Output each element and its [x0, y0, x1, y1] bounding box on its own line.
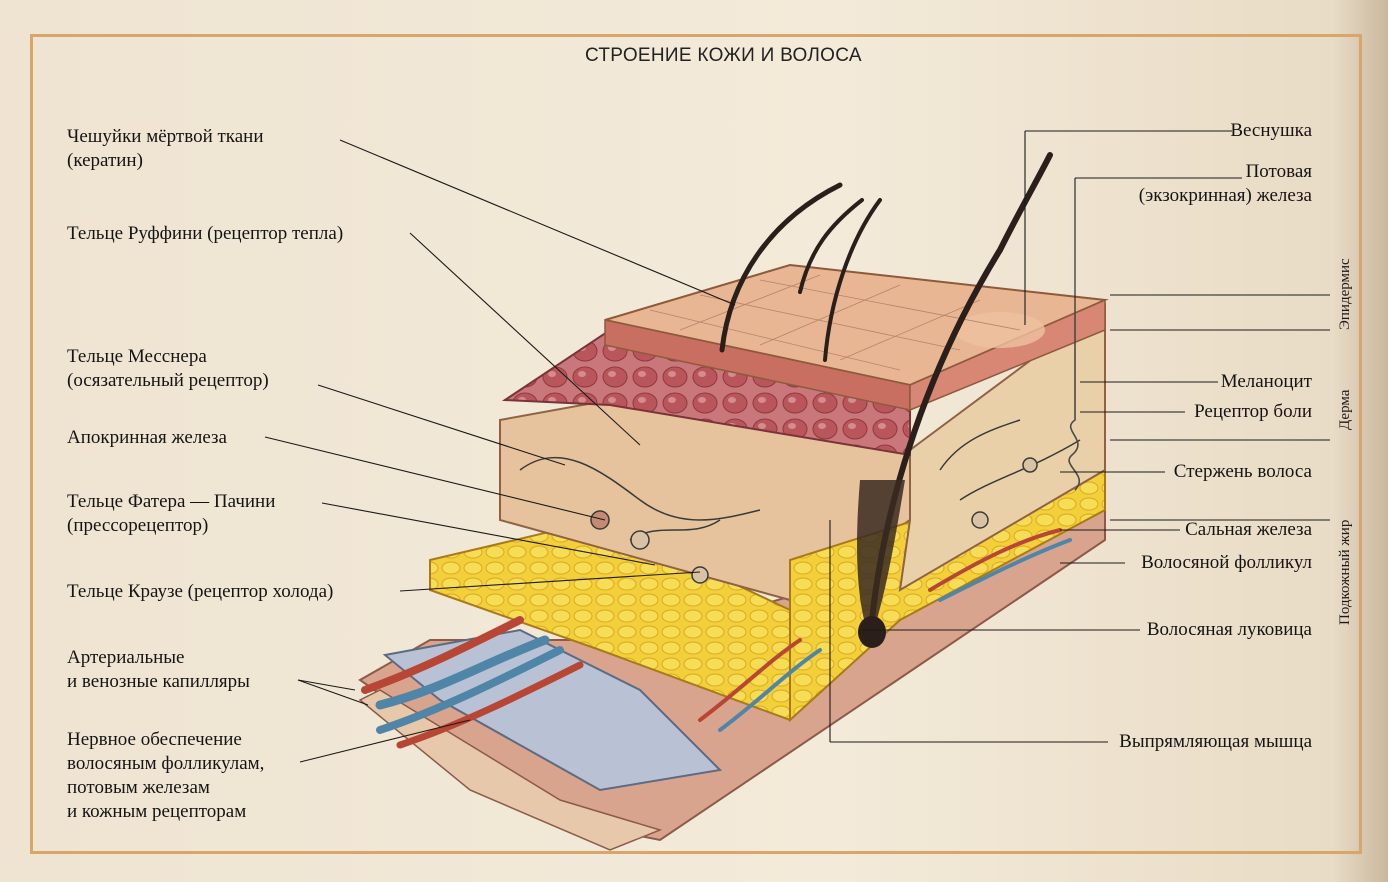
label-krause-bulb: Тельце Краузе (рецептор холода): [67, 581, 334, 602]
label-apocrine-gland: Апокринная железа: [67, 427, 227, 448]
leader-lines-left: [264, 139, 736, 763]
skin-texture: [649, 274, 1021, 371]
layer-label-dermis: Дерма: [1337, 389, 1353, 430]
label-hair-shaft: Стержень волоса: [1173, 461, 1312, 482]
leader-lines-right: [829, 130, 1330, 743]
epidermis-block: [604, 263, 1109, 412]
label-arrector-muscle: Выпрямляющая мышца: [1119, 731, 1312, 752]
label-ruffini-corpuscle: Тельце Руффини (рецептор тепла): [67, 223, 344, 244]
label-hair-follicle: Волосяной фолликул: [1141, 552, 1312, 573]
label-nerve-supply: Нервное обеспечение волосяным фолликулам…: [67, 729, 265, 822]
dermal-papillae: [501, 328, 911, 457]
layer-label-epidermis: Эпидермис: [1337, 258, 1353, 330]
label-keratin-scales: Чешуйки мёртвой ткани (кератин): [67, 126, 264, 171]
label-pain-receptor: Рецептор боли: [1194, 401, 1312, 422]
label-melanocyte: Меланоцит: [1220, 371, 1312, 392]
label-hair-bulb: Волосяная луковица: [1146, 619, 1312, 640]
blood-vessels: [361, 528, 1072, 749]
figure-frame: [30, 34, 1362, 854]
label-capillaries: Артериальные и венозные капилляры: [67, 647, 250, 692]
label-meissner-corpuscle: Тельце Месснера (осязательный рецептор): [67, 346, 269, 391]
label-freckle: Веснушка: [1230, 120, 1312, 141]
hair-follicle: [857, 480, 905, 648]
label-sebaceous-gland: Сальная железа: [1185, 519, 1312, 540]
figure-title: СТРОЕНИЕ КОЖИ И ВОЛОСА: [585, 45, 862, 66]
freckle-spot: [955, 312, 1045, 348]
layer-label-subcutaneous-fat: Подкожный жир: [1337, 519, 1353, 625]
sweat-gland: [1068, 310, 1081, 491]
label-pacinian-corpuscle: Тельце Фатера — Пачини (прессорецептор): [67, 491, 276, 536]
dermal-nerves: [519, 419, 1081, 584]
label-sweat-gland: Потовая (экзокринная) железа: [1138, 161, 1312, 206]
